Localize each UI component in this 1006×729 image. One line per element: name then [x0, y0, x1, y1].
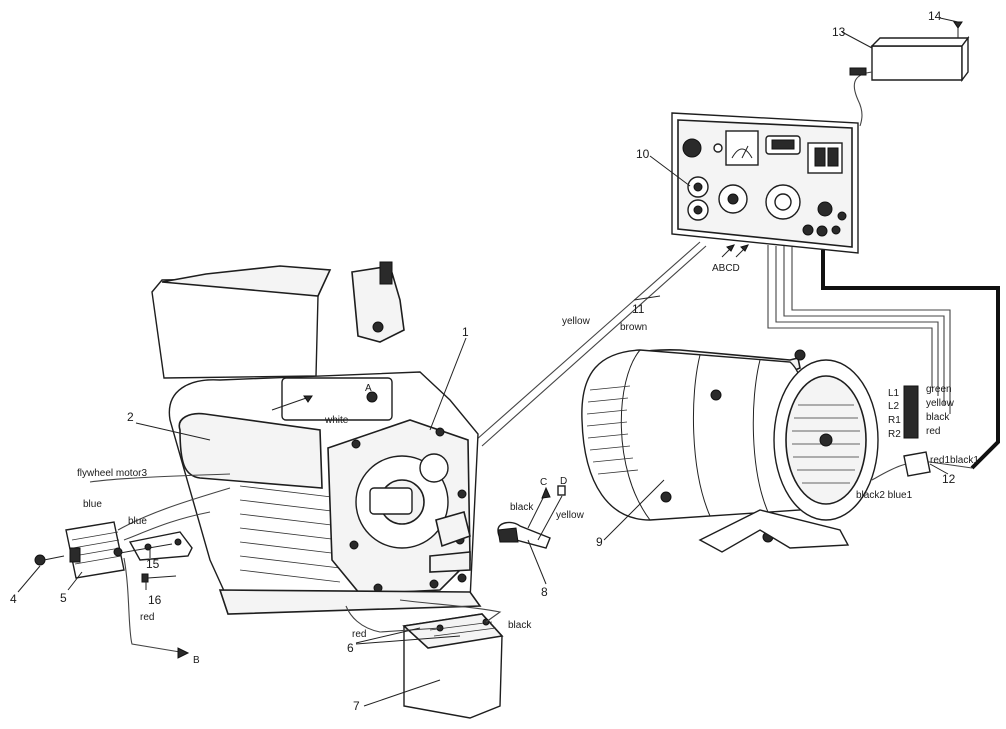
battery [402, 613, 504, 719]
label-d: D [560, 476, 567, 487]
callout-11: 11 [632, 302, 645, 316]
abcd-arrows [721, 244, 749, 258]
label-red-left: red [140, 612, 154, 623]
label-yellow-terminal: yellow [926, 398, 955, 409]
callout-9: 9 [596, 535, 603, 549]
label-red1black1: red1black1 [930, 455, 979, 466]
reference-arrows [303, 395, 313, 403]
callout-4: 4 [10, 592, 17, 606]
bolt [141, 573, 177, 583]
remote-control-box [849, 35, 970, 127]
antenna-icon [953, 21, 963, 38]
label-black2blue1: black2 blue1 [856, 490, 913, 501]
label-yellow-plug: yellow [556, 510, 585, 521]
callout-6: 6 [347, 641, 354, 655]
label-r1: R1 [888, 415, 901, 426]
callout-1: 1 [462, 325, 469, 339]
generator [581, 349, 973, 553]
label-r2: R2 [888, 429, 901, 440]
label-flywheel-motor: flywheel motor3 [77, 468, 147, 479]
callout-8: 8 [541, 585, 548, 599]
callout-16: 16 [148, 593, 162, 607]
label-yellow-wire: yellow [562, 316, 591, 327]
label-a: A [365, 383, 372, 394]
screw [34, 554, 65, 566]
callout-13: 13 [832, 25, 846, 39]
label-l1: L1 [888, 388, 900, 399]
label-red-battery: red [352, 629, 366, 640]
control-panel [671, 112, 859, 254]
callout-15: 15 [146, 557, 160, 571]
callout-10: 10 [636, 147, 650, 161]
label-brown-wire: brown [620, 322, 647, 333]
callout-5: 5 [60, 591, 67, 605]
regulator [65, 521, 125, 579]
label-abcd: ABCD [712, 263, 740, 274]
callout-2: 2 [127, 410, 134, 424]
label-green: green [926, 384, 952, 395]
label-c: C [540, 477, 547, 488]
label-black-battery: black [508, 620, 532, 631]
label-b: B [193, 655, 200, 666]
leader-lines [17, 17, 959, 707]
label-red-terminal: red [926, 426, 940, 437]
label-l2: L2 [888, 401, 900, 412]
regulator-wires [89, 473, 231, 659]
label-blue-b: blue [128, 516, 147, 527]
panel-to-terminal-wires [767, 245, 1000, 470]
battery-cables [345, 599, 502, 633]
label-black-plug: black [510, 502, 534, 513]
callout-14: 14 [928, 9, 942, 23]
yellow-brown-wire [475, 241, 707, 447]
engine [151, 261, 482, 615]
label-black-terminal: black [926, 412, 950, 423]
callout-7: 7 [353, 699, 360, 713]
label-white: white [324, 415, 349, 426]
starter-plug [497, 485, 566, 549]
label-blue-a: blue [83, 499, 102, 510]
callout-12: 12 [942, 472, 956, 486]
